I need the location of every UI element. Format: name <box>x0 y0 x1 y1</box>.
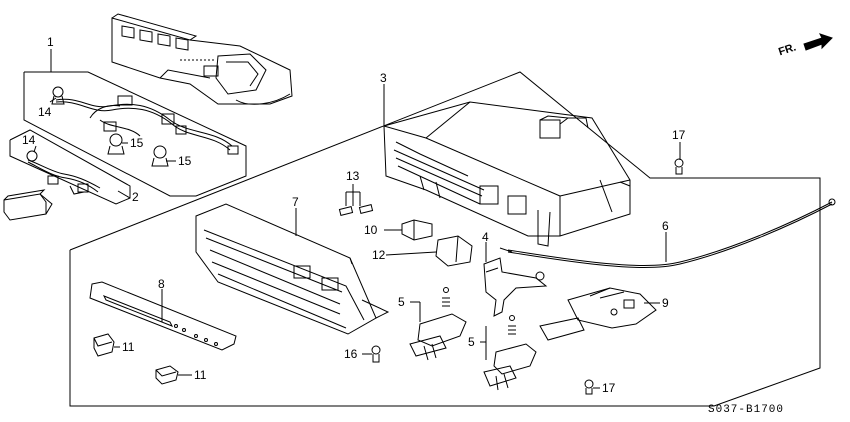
callout-6: 6 <box>662 219 669 233</box>
front-panel-7 <box>195 203 390 335</box>
heater-duct-unit <box>111 13 293 105</box>
callout-5b: 5 <box>468 335 475 349</box>
callout-3: 3 <box>380 71 387 85</box>
direction-label: FR. <box>777 41 798 58</box>
callout-8: 8 <box>158 277 165 291</box>
harness-box <box>23 71 247 197</box>
leader-lines <box>33 49 681 389</box>
callout-12: 12 <box>372 248 386 262</box>
front-direction-arrow-icon <box>803 33 833 51</box>
callout-9: 9 <box>662 296 669 310</box>
spring-5b <box>508 315 516 335</box>
main-assembly-box <box>69 71 821 407</box>
knob-cover <box>3 189 53 221</box>
callout-5a: 5 <box>398 295 405 309</box>
knob-11b <box>155 365 179 385</box>
lever-assembly-5b <box>483 343 537 391</box>
callout-17b: 17 <box>602 381 616 395</box>
callout-10: 10 <box>364 223 378 237</box>
knob-11a <box>93 333 115 357</box>
callout-14b: 14 <box>22 133 36 147</box>
callout-11b: 11 <box>194 368 207 382</box>
drawing-code: S037-B1700 <box>708 404 784 416</box>
callout-2: 2 <box>132 190 139 204</box>
button-10 <box>401 219 433 241</box>
wire-harness-2 <box>26 150 101 195</box>
bracket-4 <box>483 257 548 317</box>
control-lever-9 <box>539 287 657 341</box>
screw-17-upper <box>674 158 684 175</box>
callout-7: 7 <box>292 195 299 209</box>
control-cable-6 <box>499 198 836 268</box>
callout-17a: 17 <box>672 128 686 142</box>
bulb-socket-15a <box>107 133 125 155</box>
callouts: 1 2 3 4 5 5 6 7 8 9 10 11 11 12 13 14 14… <box>22 35 784 416</box>
callout-16: 16 <box>344 347 358 361</box>
callout-1: 1 <box>47 35 54 49</box>
bulb-socket-15b <box>151 145 169 167</box>
indicator-strip-8 <box>89 281 237 351</box>
wire-harness-1 <box>55 95 239 155</box>
control-unit-3 <box>383 101 631 247</box>
spring-5a <box>442 287 450 307</box>
screw-16 <box>371 345 381 363</box>
screw-17-lower <box>584 379 594 395</box>
callout-4: 4 <box>482 230 489 244</box>
callout-15b: 15 <box>178 154 192 168</box>
callout-15a: 15 <box>130 136 144 150</box>
button-12 <box>435 235 473 267</box>
callout-13: 13 <box>346 169 360 183</box>
callout-11a: 11 <box>122 340 135 354</box>
clip-13b <box>358 204 374 214</box>
clip-13a <box>338 206 354 216</box>
callout-14a: 14 <box>38 105 52 119</box>
lever-assembly-5a <box>409 313 467 361</box>
